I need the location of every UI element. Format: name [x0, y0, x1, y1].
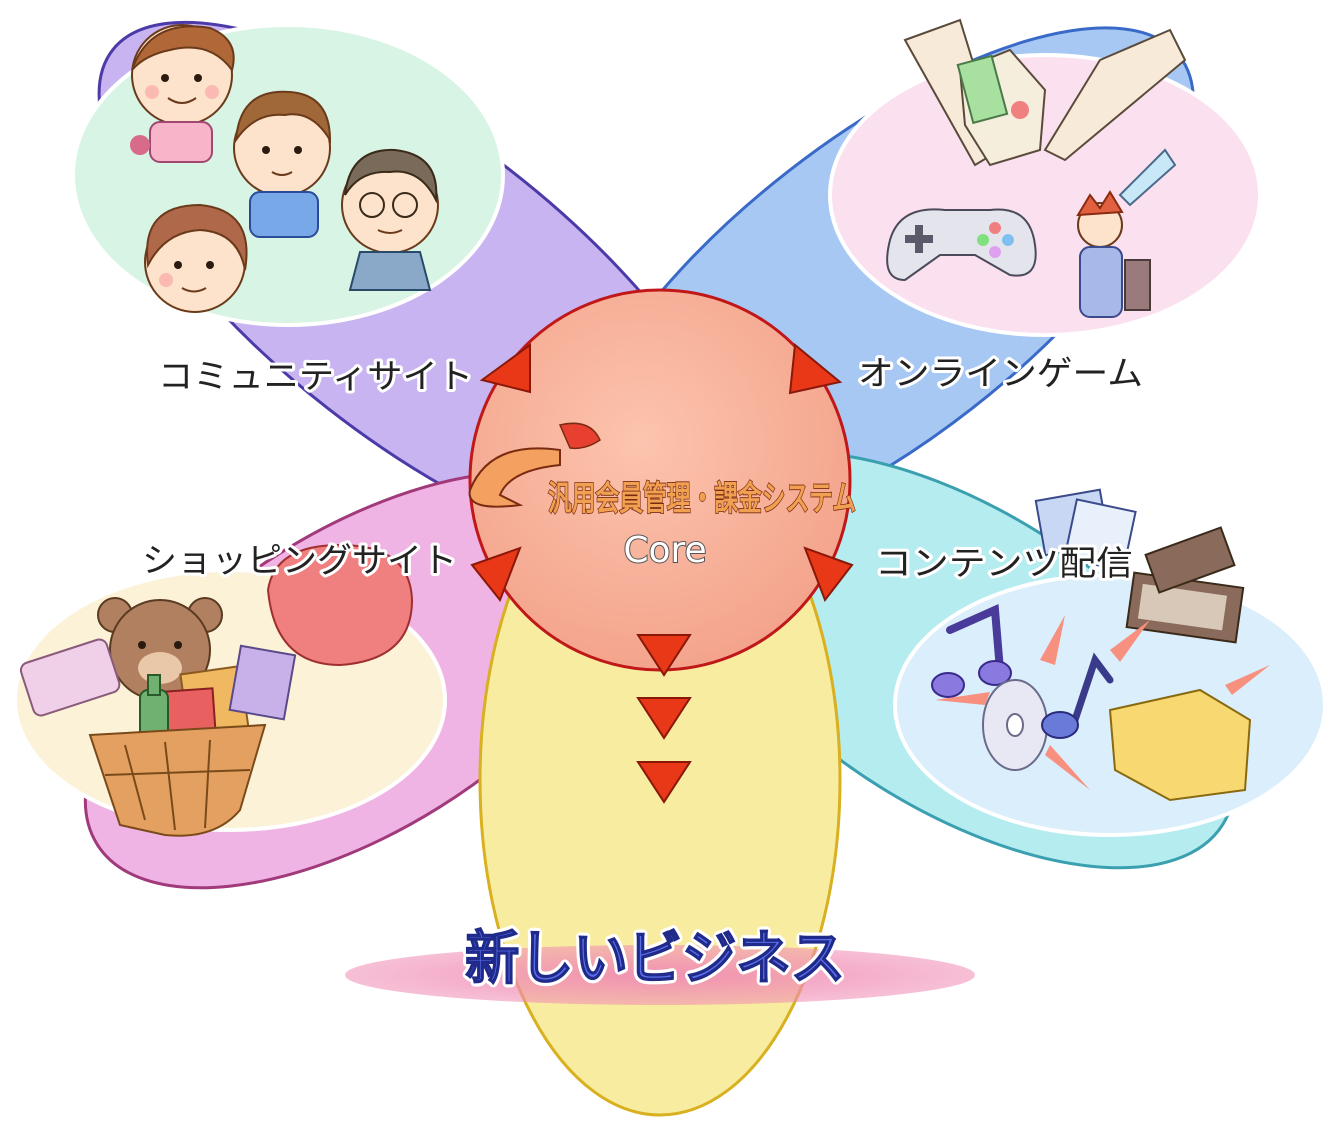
logo-swash-icon [558, 422, 601, 450]
contents-illustration [893, 488, 1327, 837]
label-shopping: ショッピングサイト [142, 541, 457, 581]
girl-face-icon [130, 24, 235, 163]
label-game: オンラインゲーム [858, 354, 1143, 394]
man-face-icon [341, 148, 439, 291]
arrow-to-contents [803, 546, 854, 603]
purse-icon [266, 543, 414, 667]
game-illustration [828, 18, 1262, 337]
boy-face-icon [233, 90, 332, 238]
music-note-icon [931, 604, 1012, 698]
arrow-down-2 [636, 697, 692, 740]
music-note-2-icon [1041, 652, 1114, 739]
new-business-label: 新しいビジネス [465, 924, 845, 992]
logo-swoosh-icon [468, 447, 561, 508]
system-logo: 汎用会員管理・課金システム [468, 422, 857, 520]
scroll-icon [19, 638, 121, 717]
film-reel-icon [1125, 526, 1245, 644]
arrow-down-3 [636, 761, 692, 804]
arrow-to-game [788, 343, 843, 395]
woman-face-icon [144, 203, 248, 313]
arrow-to-community [479, 343, 531, 394]
gamepad-icon [886, 208, 1037, 282]
arrow-down-1 [636, 634, 692, 677]
photo-icon [1034, 488, 1137, 572]
shopping-illustration [13, 543, 447, 837]
crystal-icon [956, 48, 1047, 167]
new-business-label-outline: 新しいビジネス [465, 924, 845, 992]
label-contents: コンテンツ配信 [875, 544, 1133, 584]
system-logo-text: 汎用会員管理・課金システム [548, 479, 856, 519]
label-community: コミュニティサイト [158, 357, 473, 397]
basket-icon [88, 723, 267, 837]
arrow-to-shopping [470, 546, 522, 602]
core-label: Core [623, 530, 706, 571]
community-illustration [71, 23, 505, 327]
folder-icon [1108, 688, 1252, 802]
burst-rays-icon [935, 615, 1270, 790]
cd-disc-icon [982, 679, 1048, 771]
hero-character-icon [1076, 148, 1177, 318]
new-business-base [345, 945, 975, 1005]
